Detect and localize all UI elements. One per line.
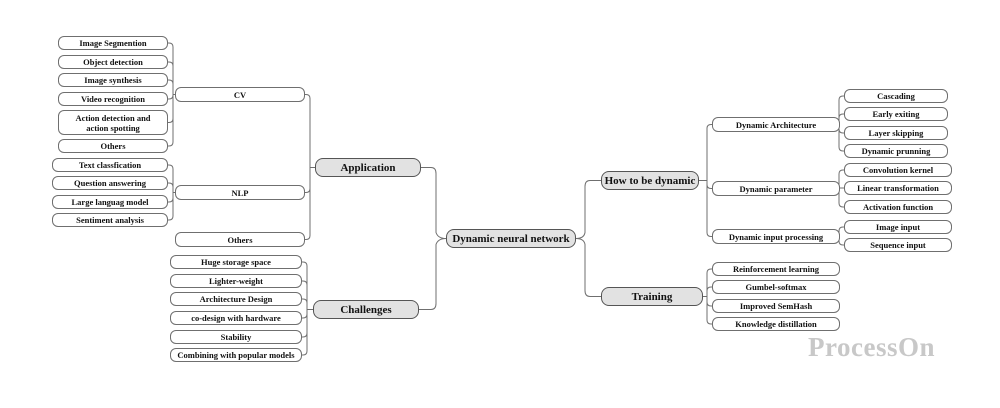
param-item-activation-function[interactable]: Activation function xyxy=(844,200,952,214)
challenge-combining-models[interactable]: Combining with popular models xyxy=(170,348,302,362)
arch-item-layer-skipping[interactable]: Layer skipping xyxy=(844,126,948,140)
dynamic-parameter-node[interactable]: Dynamic parameter xyxy=(712,181,840,196)
input-item-image[interactable]: Image input xyxy=(844,220,952,234)
param-item-linear-transformation[interactable]: Linear transformation xyxy=(844,181,952,195)
challenge-architecture-design[interactable]: Architecture Design xyxy=(170,292,302,306)
challenges-node[interactable]: Challenges xyxy=(313,300,419,319)
how-to-be-dynamic-node[interactable]: How to be dynamic xyxy=(601,171,699,190)
cv-node[interactable]: CV xyxy=(175,87,305,102)
arch-item-early-exiting[interactable]: Early exiting xyxy=(844,107,948,121)
nlp-item-text-classification[interactable]: Text classfication xyxy=(52,158,168,172)
training-item-gumbel-softmax[interactable]: Gumbel-softmax xyxy=(712,280,840,294)
arch-item-cascading[interactable]: Cascading xyxy=(844,89,948,103)
dynamic-architecture-node[interactable]: Dynamic Architecture xyxy=(712,117,840,132)
input-item-sequence[interactable]: Sequence input xyxy=(844,238,952,252)
challenge-huge-storage[interactable]: Huge storage space xyxy=(170,255,302,269)
cv-item-object-detection[interactable]: Object detection xyxy=(58,55,168,69)
root-node[interactable]: Dynamic neural network xyxy=(446,229,576,248)
nlp-item-large-language-model[interactable]: Large languag model xyxy=(52,195,168,209)
application-others-node[interactable]: Others xyxy=(175,232,305,247)
cv-item-image-segmentation[interactable]: Image Segmention xyxy=(58,36,168,50)
training-item-reinforcement[interactable]: Reinforcement learning xyxy=(712,262,840,276)
nlp-item-question-answering[interactable]: Question answering xyxy=(52,176,168,190)
training-node[interactable]: Training xyxy=(601,287,703,306)
challenge-lighter-weight[interactable]: Lighter-weight xyxy=(170,274,302,288)
cv-item-action-detection[interactable]: Action detection and action spotting xyxy=(58,110,168,135)
challenge-stability[interactable]: Stability xyxy=(170,330,302,344)
cv-item-others[interactable]: Others xyxy=(58,139,168,153)
cv-item-image-synthesis[interactable]: Image synthesis xyxy=(58,73,168,87)
training-item-knowledge-distillation[interactable]: Knowledge distillation xyxy=(712,317,840,331)
nlp-node[interactable]: NLP xyxy=(175,185,305,200)
param-item-convolution-kernel[interactable]: Convolution kernel xyxy=(844,163,952,177)
dynamic-input-processing-node[interactable]: Dynamic input processing xyxy=(712,229,840,244)
processon-watermark: ProcessOn xyxy=(808,332,935,362)
cv-item-video-recognition[interactable]: Video recognition xyxy=(58,92,168,106)
application-node[interactable]: Application xyxy=(315,158,421,177)
nlp-item-sentiment-analysis[interactable]: Sentiment analysis xyxy=(52,213,168,227)
training-item-improved-semhash[interactable]: Improved SemHash xyxy=(712,299,840,313)
arch-item-dynamic-pruning[interactable]: Dynamic prunning xyxy=(844,144,948,158)
challenge-co-design-hardware[interactable]: co-design with hardware xyxy=(170,311,302,325)
